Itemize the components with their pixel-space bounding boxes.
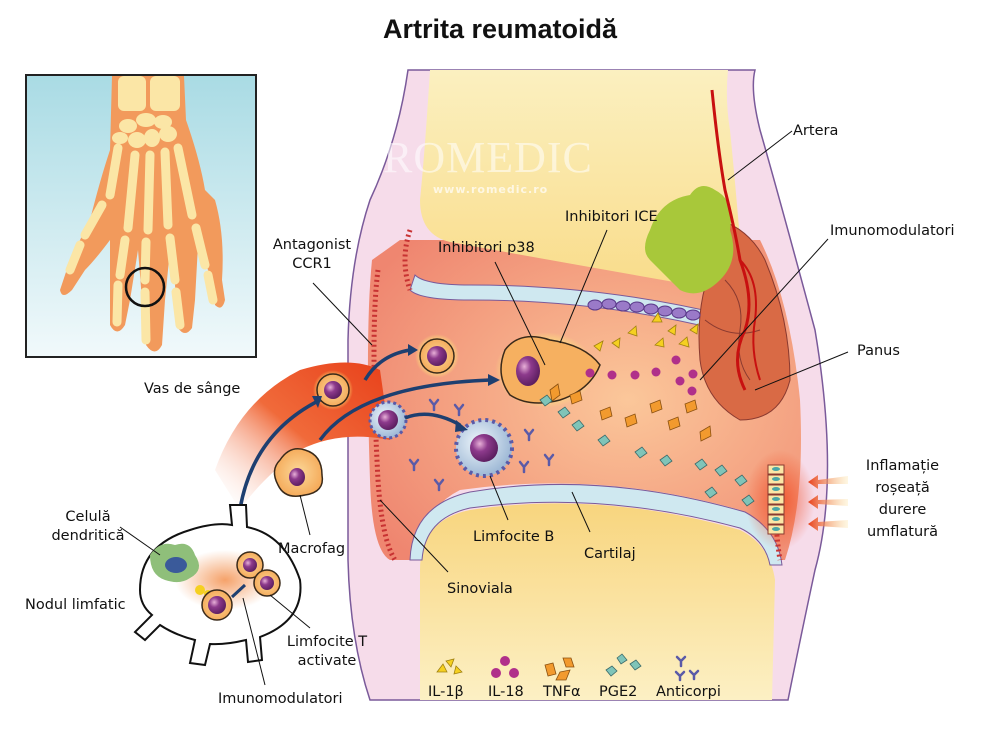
label-celula-dendritica: Celulă dendritică: [38, 508, 138, 546]
symptom-arrows: [808, 475, 848, 531]
label-limfocite-t-line2: activate: [297, 653, 357, 669]
macrophage-joint: [495, 332, 601, 408]
macrophage-vessel: [273, 448, 324, 497]
label-limfocite-t-line1: Limfocite T: [286, 634, 368, 650]
hand-skin: [60, 76, 225, 352]
legend-label-tnfa: TNFα: [543, 684, 581, 700]
green-osteoclast: [645, 186, 734, 294]
t-cell-joint: [415, 334, 459, 378]
symptoms-list: Inflamație roșeață durere umflatură: [850, 455, 955, 543]
label-limfocite-b: Limfocite B: [473, 529, 555, 545]
label-imunomodulatori-bottom: Imunomodulatori: [218, 691, 343, 707]
legend-icons: [436, 653, 700, 682]
legend-icon-il1b: [436, 658, 463, 675]
legend-label-il1b: IL-1β: [428, 684, 464, 700]
label-antagonist-ccr1: Antagonist CCR1: [262, 236, 362, 274]
label-inhibitori-ice: Inhibitori ICE: [565, 209, 658, 225]
watermark-brand: ROMEDIC: [383, 133, 593, 182]
t-cell-vessel: [313, 370, 353, 410]
legend-label-il18: IL-18: [488, 684, 524, 700]
leader-lines: [119, 130, 849, 686]
label-inhibitori-p38: Inhibitori p38: [438, 240, 535, 256]
hand-inset: [25, 74, 257, 358]
label-nodul-limfatic: Nodul limfatic: [25, 597, 126, 613]
label-vas-de-sange: Vas de sânge: [144, 381, 241, 397]
legend-icon-tnfa: [544, 657, 575, 681]
b-cell-vessel: [368, 400, 408, 440]
artery: [710, 89, 751, 391]
label-panus: Panus: [857, 343, 900, 359]
cytokines-scatter: [408, 312, 755, 507]
legend-label-pge2: PGE2: [599, 684, 638, 700]
symptom-roseata: roșeață: [875, 480, 930, 496]
label-limfocite-t-activate: Limfocite T activate: [272, 633, 382, 671]
page-title: Artrita reumatoidă: [382, 14, 618, 44]
label-artera: Artera: [793, 123, 839, 139]
watermark-url: www.romedic.ro: [433, 183, 549, 196]
affected-joint-marker: [124, 266, 166, 308]
symptom-durere: durere: [878, 502, 927, 518]
legend-icon-pge2: [605, 653, 642, 677]
label-sinoviala: Sinoviala: [447, 581, 513, 597]
label-antagonist-line2: CCR1: [292, 256, 332, 272]
label-antagonist-line1: Antagonist: [272, 237, 352, 253]
lymph-node: [133, 504, 302, 667]
symptom-umflatura: umflatură: [866, 524, 939, 540]
label-imunomodulatori-top: Imunomodulatori: [830, 223, 955, 239]
b-cell-joint: [454, 418, 514, 478]
symptom-inflamatie: Inflamație: [865, 458, 940, 474]
label-cartilaj: Cartilaj: [584, 546, 636, 562]
legend-icon-il18: [491, 656, 519, 678]
label-celula-line1: Celulă: [65, 509, 111, 525]
label-celula-line2: dendritică: [51, 528, 125, 544]
legend-label-anticorpi: Anticorpi: [656, 684, 721, 700]
legend-icon-anticorpi: [674, 655, 700, 682]
label-macrofag: Macrofag: [278, 541, 346, 557]
